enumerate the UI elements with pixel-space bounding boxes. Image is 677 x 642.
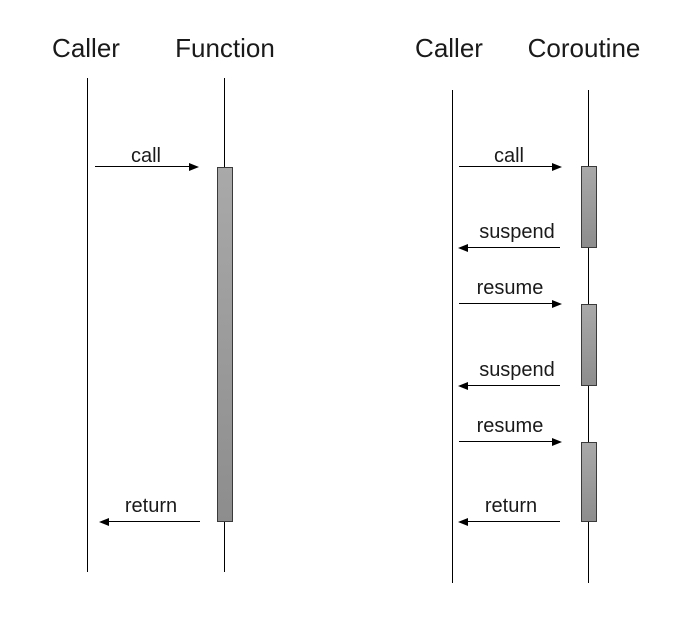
participant-label-function: Function: [175, 33, 275, 63]
participant-label-caller: Caller: [415, 33, 483, 63]
message-label-call: call: [493, 145, 525, 167]
participant-label-caller: Caller: [52, 33, 120, 63]
return-arrow-line: [109, 521, 200, 523]
message-label-resume: resume: [476, 277, 544, 299]
lifeline-caller: [87, 78, 89, 572]
arrowhead-left-icon: [458, 518, 468, 526]
arrowhead-right-icon: [189, 163, 199, 171]
arrowhead-left-icon: [458, 382, 468, 390]
activation-bar-3: [581, 442, 597, 522]
arrowhead-right-icon: [552, 438, 562, 446]
message-label-resume: resume: [476, 415, 544, 437]
activation-bar-function: [217, 167, 233, 522]
arrowhead-left-icon: [458, 244, 468, 252]
activation-bar-1: [581, 166, 597, 248]
resume-arrow-line: [459, 303, 552, 305]
call-arrow-line: [95, 166, 189, 168]
call-arrow-line: [459, 166, 552, 168]
lifeline-caller: [452, 90, 454, 583]
arrowhead-left-icon: [99, 518, 109, 526]
message-label-return: return: [484, 495, 538, 517]
resume-arrow-line: [459, 441, 552, 443]
return-arrow-line: [468, 521, 560, 523]
arrowhead-right-icon: [552, 300, 562, 308]
suspend-arrow-line: [468, 247, 560, 249]
activation-bar-2: [581, 304, 597, 386]
arrowhead-right-icon: [552, 163, 562, 171]
message-label-suspend: suspend: [479, 359, 555, 381]
message-label-suspend: suspend: [479, 221, 555, 243]
participant-label-coroutine: Coroutine: [527, 33, 641, 63]
message-label-call: call: [130, 145, 162, 167]
message-label-return: return: [124, 495, 178, 517]
suspend-arrow-line: [468, 385, 560, 387]
